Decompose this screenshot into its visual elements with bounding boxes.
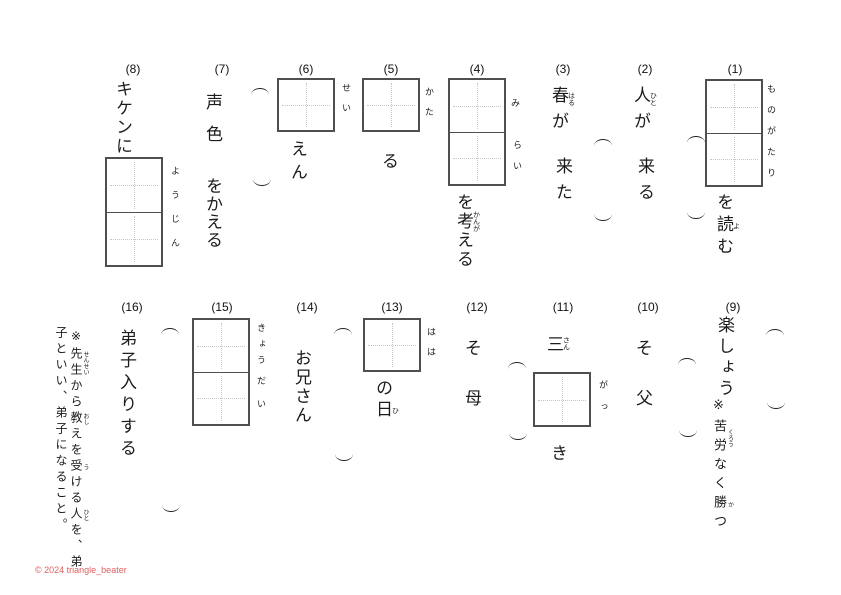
problem-number: (11) (552, 300, 574, 314)
kanji-answer-box (448, 78, 506, 186)
answer-cell (707, 81, 761, 133)
problem-number: (16) (121, 300, 143, 314)
kanji-answer-box (362, 78, 420, 132)
answer-cell (450, 131, 504, 185)
answer-cell (107, 211, 161, 266)
problem-text: 楽しょう (715, 316, 734, 400)
box-furigana: がっ (598, 380, 608, 424)
answer-paren-open (678, 358, 696, 366)
answer-paren-close (162, 504, 180, 512)
problem-note: 子といい、弟子になること。 (54, 326, 68, 534)
answer-paren-close (594, 213, 612, 221)
problem-text: 来る (635, 157, 654, 209)
problem-number: (12) (466, 300, 488, 314)
problem-text: き (548, 444, 567, 461)
guide-line (538, 399, 586, 401)
problem-text: 三さん (544, 335, 571, 352)
problem-text: る (379, 152, 398, 169)
guide-line (453, 105, 501, 107)
answer-paren-open (251, 88, 269, 96)
problem-number: (1) (727, 62, 743, 76)
problem-number: (5) (383, 62, 399, 76)
answer-paren-open (161, 328, 179, 336)
problem-text: えん (288, 140, 307, 186)
answer-cell (450, 80, 504, 132)
problem-text: をかえる (203, 177, 222, 249)
problem-number: (8) (125, 62, 141, 76)
problem-number: (14) (296, 300, 318, 314)
answer-cell (194, 320, 248, 372)
box-furigana: らい (512, 140, 522, 182)
kanji-answer-box (105, 157, 163, 267)
problem-text: 春はるが (549, 86, 576, 138)
problem-text: お兄さん (292, 349, 311, 425)
guide-line (282, 105, 330, 106)
box-furigana: せい (341, 83, 351, 123)
guide-line (368, 345, 416, 346)
answer-cell (707, 132, 761, 186)
kanji-answer-box (705, 79, 763, 187)
answer-paren-open (594, 139, 612, 147)
problem-number: (15) (211, 300, 233, 314)
problem-number: (13) (381, 300, 403, 314)
answer-cell (194, 371, 248, 425)
problem-note: ※先生せんせいから教おしえを受うける人ひとを、弟 (69, 329, 88, 571)
guide-line (710, 106, 758, 108)
guide-line (710, 159, 758, 161)
box-furigana: ようじん (170, 166, 180, 262)
answer-paren-close (509, 432, 527, 440)
problem-text: キケンに (113, 80, 132, 156)
guide-line (197, 345, 245, 347)
box-furigana: きょう (256, 323, 266, 371)
answer-paren-open (766, 329, 784, 337)
answer-paren-close (335, 453, 353, 461)
answer-cell (107, 159, 161, 212)
problem-number: (7) (214, 62, 230, 76)
answer-paren-open (334, 328, 352, 336)
answer-paren-open (687, 136, 705, 144)
guide-line (110, 185, 158, 187)
problem-text: 人ひとが (631, 86, 658, 138)
answer-paren-open (508, 362, 526, 370)
kanji-answer-box (533, 372, 591, 427)
problem-text: 弟子入りする (117, 329, 136, 461)
box-furigana: だい (256, 376, 266, 422)
problem-text: そ (462, 339, 481, 356)
kanji-answer-box (277, 78, 335, 132)
guide-line (197, 398, 245, 400)
guide-line (367, 105, 415, 106)
box-furigana: はは (426, 327, 436, 367)
problem-number: (9) (725, 300, 741, 314)
problem-note: ※苦労くろうなく勝かつ (712, 398, 733, 533)
box-furigana: ものがたり (766, 84, 776, 189)
answer-paren-close (767, 401, 785, 409)
problem-number: (10) (637, 300, 659, 314)
guide-line (453, 158, 501, 160)
answer-paren-close (253, 178, 271, 186)
problem-number: (6) (298, 62, 314, 76)
problem-text: を考かんがえる (454, 193, 481, 269)
answer-cell (365, 320, 419, 370)
answer-cell (535, 374, 589, 425)
answer-paren-close (687, 211, 705, 219)
problem-text: を読よむ (714, 193, 741, 259)
problem-text: の日ひ (373, 379, 400, 421)
box-furigana: み (510, 98, 520, 107)
problem-number: (3) (555, 62, 571, 76)
answer-cell (364, 80, 418, 130)
answer-cell (279, 80, 333, 130)
problem-text: 母 (462, 389, 481, 406)
problem-number: (2) (637, 62, 653, 76)
guide-line (110, 238, 158, 240)
problem-text: 来た (553, 157, 572, 209)
answer-paren-close (679, 429, 697, 437)
problem-number: (4) (469, 62, 485, 76)
problem-text: 父 (633, 389, 652, 406)
copyright-text: © 2024 triangle_beater (35, 565, 127, 575)
kanji-answer-box (192, 318, 250, 426)
kanji-answer-box (363, 318, 421, 372)
box-furigana: かた (424, 87, 434, 127)
problem-text: そ (633, 339, 652, 356)
problem-text: 声色 (203, 93, 222, 157)
